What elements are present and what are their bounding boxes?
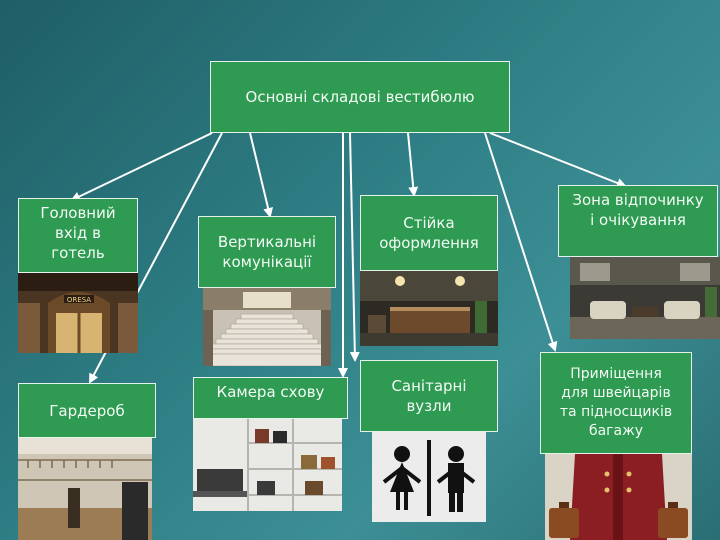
entrance-sign: ORESA <box>67 296 91 304</box>
arrow-to-sanitary <box>349 132 360 362</box>
storage-illustration <box>193 419 342 511</box>
node-reception-desk: Стійка оформлення <box>360 195 498 271</box>
arrow-to-porters <box>484 132 558 352</box>
reception-photo <box>360 271 498 346</box>
node-porters-room: Приміщення для швейцарів та підносщиків … <box>540 352 692 454</box>
wardrobe-illustration <box>18 438 152 540</box>
reception-illustration <box>360 271 498 346</box>
wardrobe-photo <box>18 438 152 540</box>
male-icon <box>448 446 464 462</box>
node-main-entrance: Головний вхід в готель <box>18 198 138 273</box>
arrow-to-vertical <box>249 132 273 218</box>
lounge-illustration <box>570 257 720 339</box>
node-vertical-communications: Вертикальні комунікації <box>198 216 336 288</box>
entrance-photo: ORESA <box>18 273 138 353</box>
lounge-photo <box>570 257 720 339</box>
arrow-to-reception <box>407 132 419 197</box>
restroom-sign-photo <box>372 432 486 522</box>
node-sanitary: Санітарні вузли <box>360 360 498 432</box>
staircase-illustration <box>203 288 331 366</box>
arrow-to-lounge <box>489 132 627 188</box>
node-luggage-storage: Камера схову <box>193 377 348 419</box>
storage-photo <box>193 419 342 511</box>
staircase-photo <box>203 288 331 366</box>
restroom-illustration <box>372 432 486 522</box>
female-icon <box>394 446 410 462</box>
porter-photo <box>545 454 692 540</box>
node-lounge-area: Зона відпочинку і очікування <box>558 185 718 257</box>
root-node: Основні складові вестибюлю <box>210 61 510 133</box>
node-wardrobe: Гардероб <box>18 383 156 438</box>
porter-illustration <box>545 454 692 540</box>
entrance-illustration: ORESA <box>18 273 138 353</box>
arrow-to-entrance <box>70 132 213 202</box>
